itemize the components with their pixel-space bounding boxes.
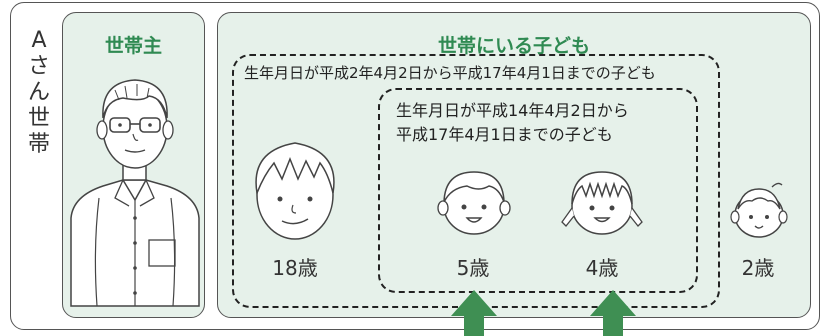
household-label-char: さ [27, 54, 50, 79]
household-label-char: 帯 [27, 132, 50, 157]
age-label: 5歳 [456, 256, 490, 280]
up-arrow-icon [590, 290, 636, 336]
children-panel-title: 世帯にいる子ども [437, 35, 590, 57]
household-label: A さ ん 世 帯 [22, 28, 56, 158]
household-label-char: 世 [27, 106, 50, 131]
boy-illustration [437, 171, 511, 235]
household-label-char: A [31, 28, 47, 53]
age-label: 18歳 [272, 256, 318, 280]
toddler-illustration [730, 182, 788, 238]
age-label: 4歳 [585, 256, 619, 280]
inner-group-caption-line2: 平成17年4月1日までの子ども [396, 125, 613, 144]
up-arrow-icon [451, 290, 497, 336]
head-panel: 世帯主 [62, 12, 205, 318]
teen-illustration [255, 142, 335, 240]
inner-group-caption-line1: 生年月日が平成14年4月2日から [396, 101, 629, 120]
inner-age-group [378, 88, 698, 293]
household-label-char: ん [27, 80, 50, 105]
outer-group-caption: 生年月日が平成2年4月2日から平成17年4月1日までの子ども [244, 64, 656, 82]
head-panel-title: 世帯主 [104, 35, 162, 57]
age-label: 2歳 [741, 256, 775, 280]
father-illustration [70, 79, 200, 307]
girl-illustration [561, 171, 643, 235]
